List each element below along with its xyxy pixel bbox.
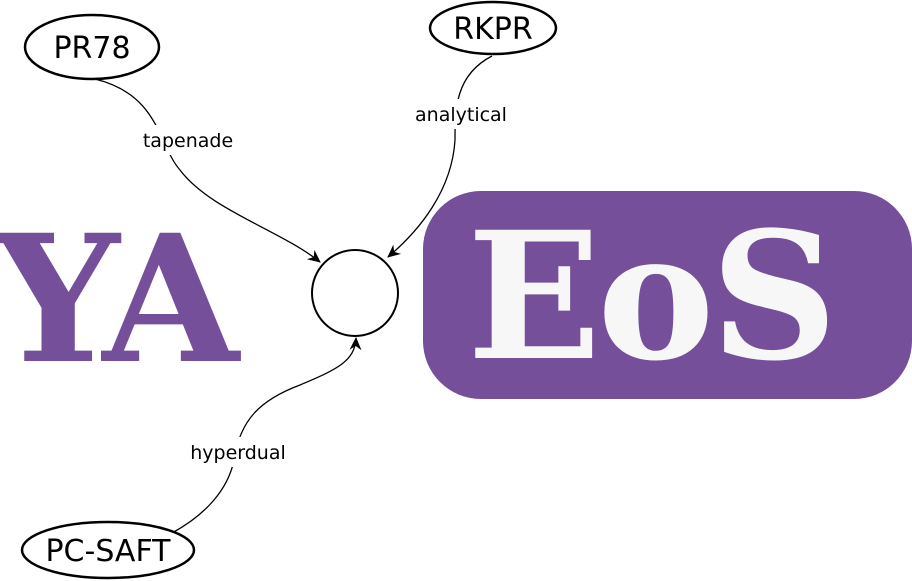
- node-rkpr-label: RKPR: [453, 12, 532, 47]
- edge-label-tapenade-text: tapenade: [143, 130, 233, 152]
- node-pr78-label: PR78: [53, 31, 130, 66]
- edge-label-hyperdual: hyperdual: [185, 437, 291, 467]
- edge-label-hyperdual-text: hyperdual: [190, 442, 286, 464]
- logo-eos-text: EoS: [467, 193, 834, 400]
- node-pr78: PR78: [23, 13, 161, 81]
- edge-pr78-to-center: [94, 78, 321, 263]
- edge-label-analytical: analytical: [410, 99, 512, 129]
- edge-pcsaft-to-center: [171, 337, 362, 534]
- node-pr78-ellipse: [23, 13, 161, 81]
- node-pcsaft: PC-SAFT: [20, 520, 196, 580]
- center-node: [311, 249, 399, 337]
- edge-label-analytical-text: analytical: [415, 104, 507, 126]
- edge-label-tapenade: tapenade: [138, 125, 238, 155]
- node-rkpr-ellipse: [428, 0, 558, 56]
- logo-ya-text: YA: [0, 196, 241, 403]
- logo-eos-badge: EoS: [423, 191, 912, 400]
- node-pcsaft-ellipse: [20, 520, 196, 580]
- node-pcsaft-label: PC-SAFT: [45, 534, 171, 569]
- edge-rkpr-to-center: [387, 55, 493, 258]
- node-rkpr: RKPR: [428, 0, 558, 56]
- eos-badge-background: [423, 191, 912, 399]
